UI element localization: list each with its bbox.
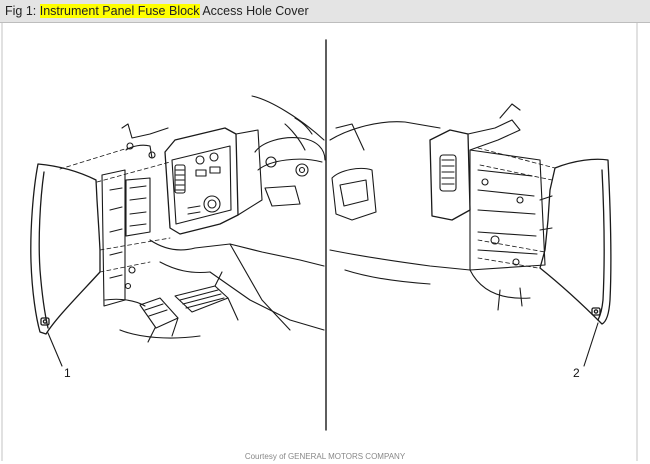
caption-prefix: Fig 1:: [5, 4, 40, 18]
diagram-figure: [0, 23, 650, 461]
leader-line-2: [583, 322, 599, 367]
left-view: [30, 95, 326, 367]
caption-highlight: Instrument Panel Fuse Block: [39, 4, 200, 18]
caption-suffix: Access Hole Cover: [199, 4, 309, 18]
access-cover-right: [539, 158, 612, 325]
footer-credit: Courtesy of GENERAL MOTORS COMPANY: [244, 452, 406, 461]
dashboard-right: [429, 103, 553, 311]
diagram-svg: [1, 23, 638, 461]
glove-box: [329, 121, 471, 285]
callout-1: 1: [64, 366, 71, 380]
alignment-lines-right: [477, 147, 556, 269]
figure-caption: Fig 1: Instrument Panel Fuse Block Acces…: [0, 0, 650, 23]
access-cover-left: [30, 163, 101, 335]
right-view: [329, 103, 612, 367]
leader-line-1: [47, 332, 63, 367]
dashboard-left: [101, 95, 326, 343]
callout-2: 2: [573, 366, 580, 380]
alignment-lines-left: [59, 147, 171, 273]
